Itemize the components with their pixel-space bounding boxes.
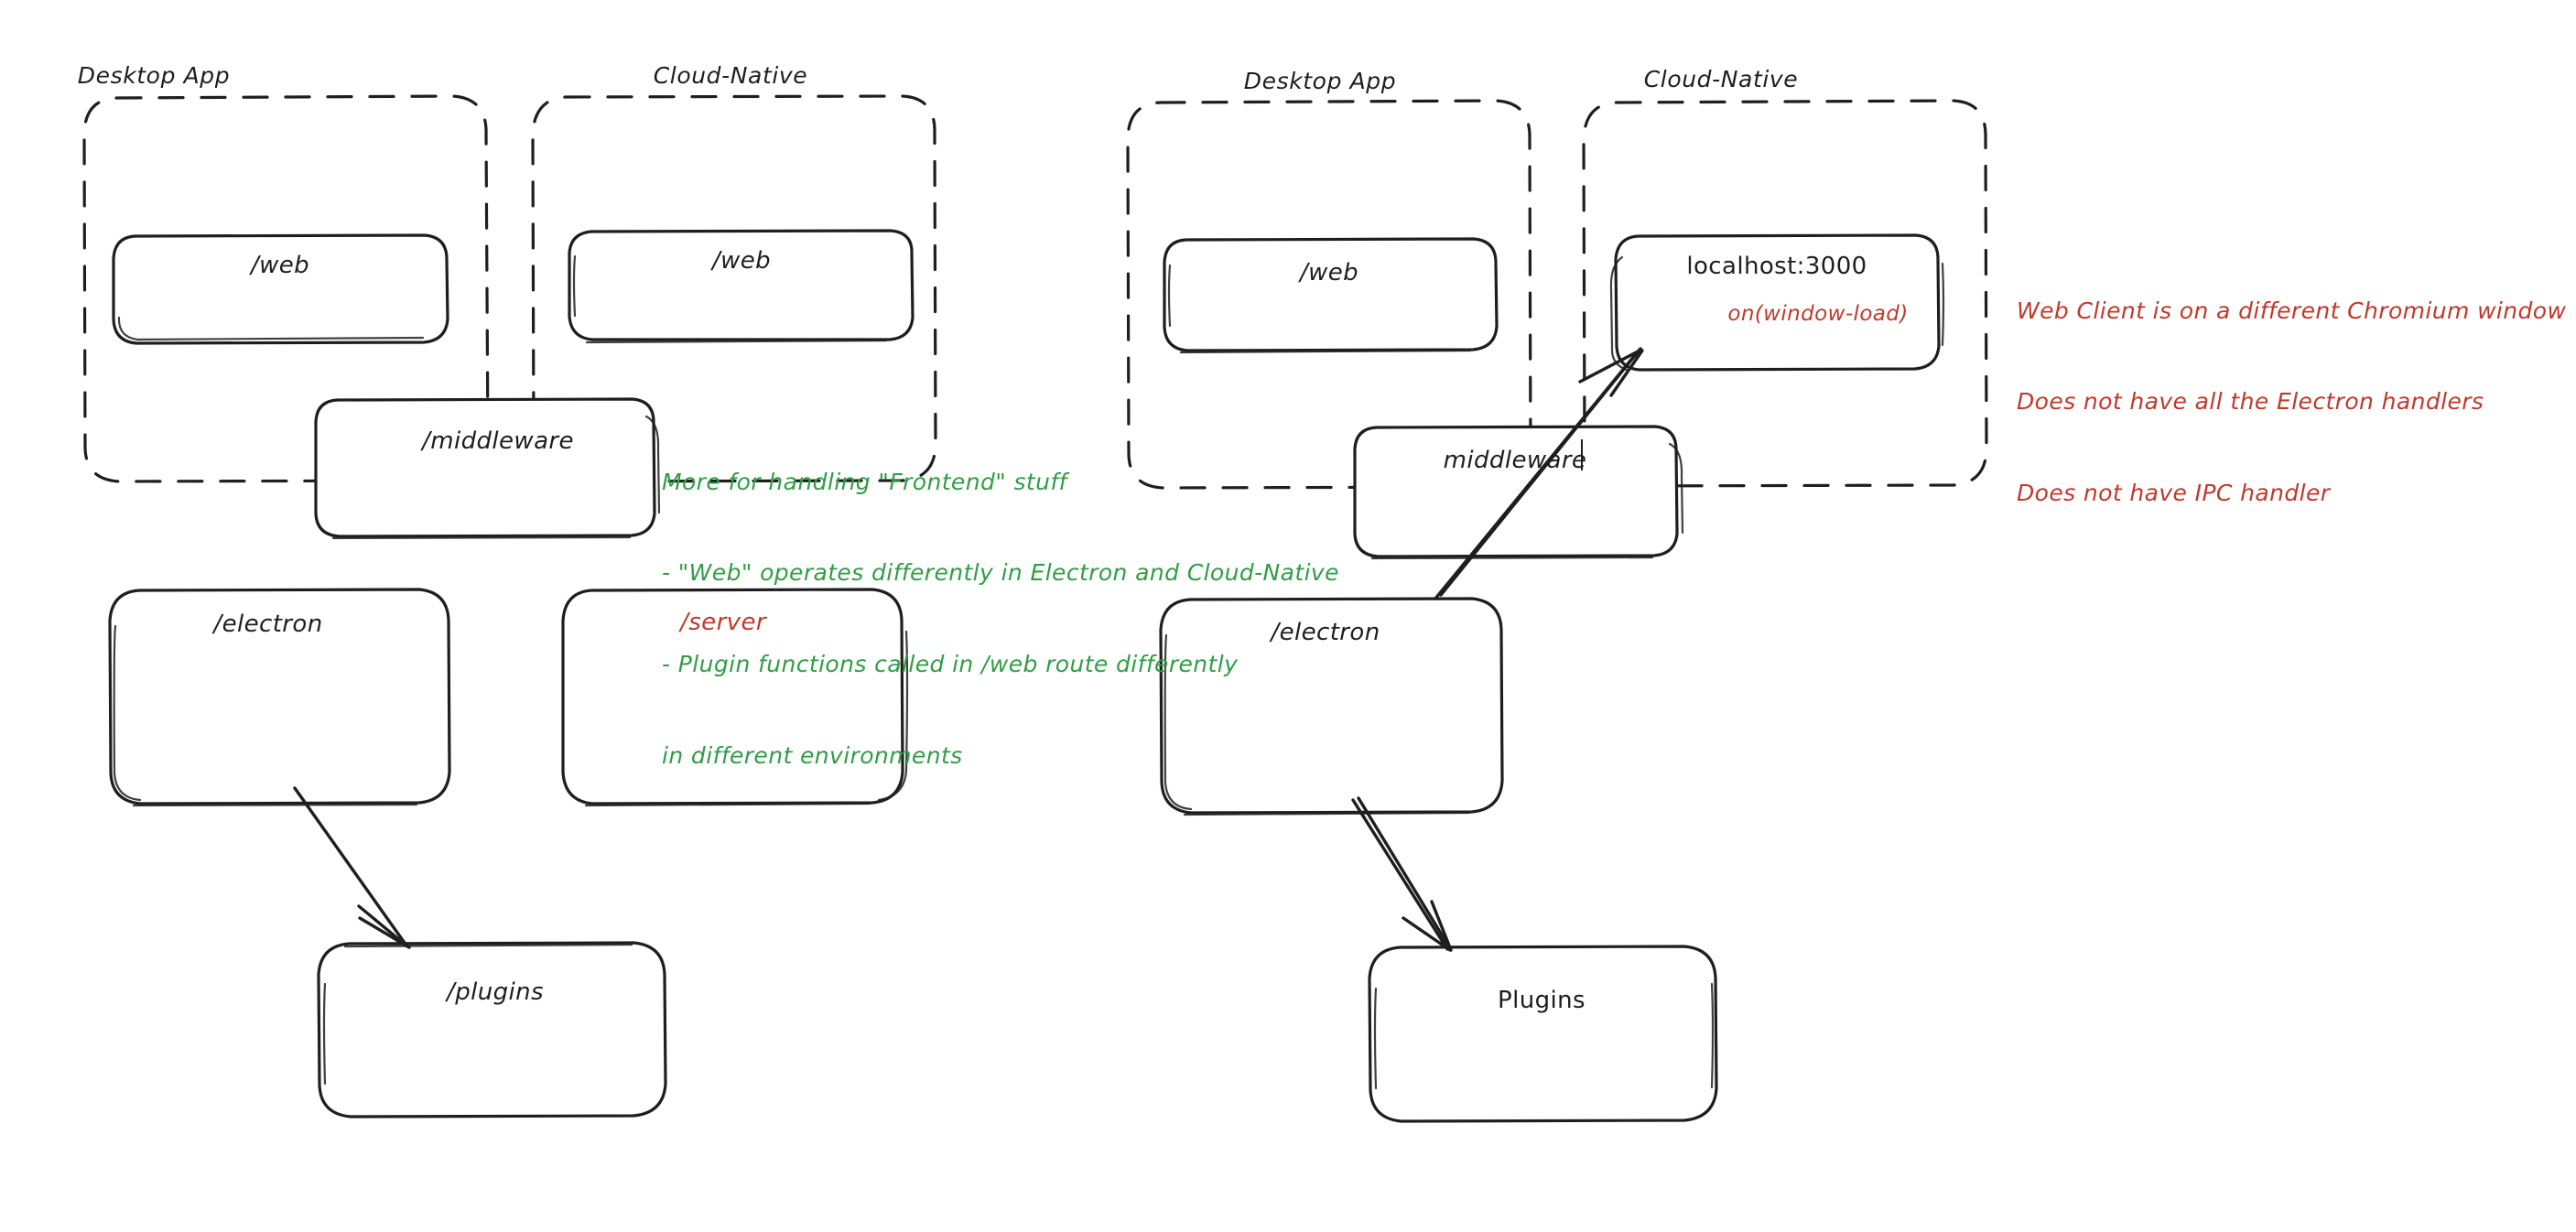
green-note-line-1: More for handling "Frontend" stuff [662,468,1067,495]
node-label-plugins: /plugins [447,978,544,1006]
node-plugins[interactable] [317,941,667,1119]
red-note-line-2: Does not have all the Electron handlers [2017,388,2484,416]
node-label-web-desktop-2: /web [1299,259,1359,286]
green-note-line-3: - Plugin functions called in /web route … [662,651,1239,677]
text-caret-icon [1581,439,1583,470]
node-label-server: /server [680,609,766,636]
annotation-green-note: More for handling "Frontend" stuff - "We… [662,405,1339,832]
left-group-label-desktop-app: Desktop App [77,62,231,89]
node-label-web-desktop: /web [250,252,310,279]
right-group-label-desktop-app: Desktop App [1243,68,1397,94]
arrow-electron-to-plugins-2 [1351,796,1453,952]
node-label-localhost: localhost:3000 [1686,253,1867,280]
left-group-label-cloud-native: Cloud-Native [653,62,808,89]
green-note-line-2: - "Web" operates differently in Electron… [662,559,1339,587]
node-label-middleware-2: middleware [1443,447,1587,474]
node-sublabel-on-window-load: on(window-load) [1727,302,1909,326]
right-group-cloud-native-container [1582,99,1988,488]
right-group-label-cloud-native: Cloud-Native [1643,66,1799,92]
node-middleware[interactable] [314,397,661,540]
node-plugins-2[interactable] [1368,945,1718,1123]
arrow-electron-to-plugins [293,786,411,949]
node-label-electron: /electron [213,611,323,638]
node-label-middleware: /middleware [422,427,574,455]
red-note-line-3: Does not have IPC handler [2017,480,2331,506]
left-group-desktop-app-container [82,94,490,483]
green-note-line-4: in different environments [662,741,963,769]
annotation-red-note: Web Client is on a different Chromium wi… [2017,234,2566,569]
node-label-web-cloud: /web [711,247,772,275]
node-label-plugins-2: Plugins [1498,987,1586,1014]
node-label-electron-2: /electron [1271,619,1380,646]
red-note-line-1: Web Client is on a different Chromium wi… [2017,297,2567,324]
node-web-desktop-2[interactable] [1163,237,1499,354]
